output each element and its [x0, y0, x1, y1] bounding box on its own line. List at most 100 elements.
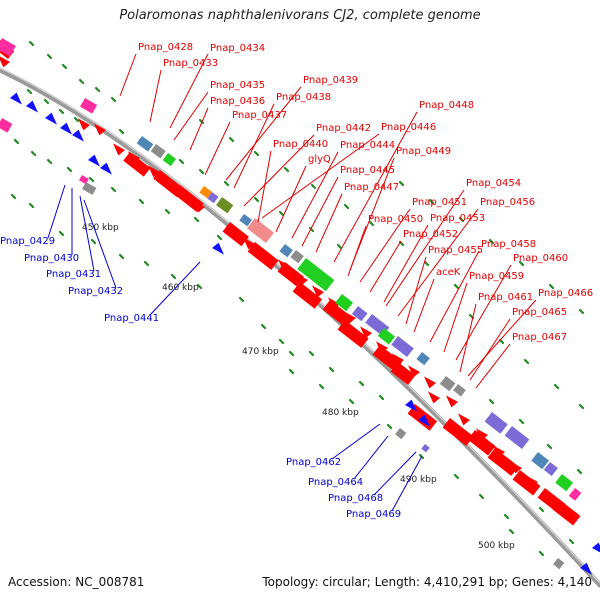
gene-block [439, 376, 456, 392]
reverse-gene-leader [149, 261, 201, 316]
gene-arrow [408, 365, 420, 378]
gene-block [421, 444, 430, 453]
gene-block [335, 293, 354, 312]
reverse-gene-label: Pnap_0431 [46, 269, 101, 280]
scale-tick [118, 128, 125, 135]
gene-block [216, 197, 234, 214]
scale-tick [308, 226, 315, 233]
scale-label: 480 kbp [322, 408, 359, 418]
reverse-gene-label: Pnap_0430 [24, 253, 79, 264]
forward-gene-label: Pnap_0467 [512, 332, 567, 343]
gene-arrow [428, 391, 440, 404]
scale-tick [423, 260, 430, 267]
forward-gene-label: Pnap_0461 [478, 292, 533, 303]
gene-block [390, 362, 416, 386]
gene-block [239, 214, 253, 227]
gene-arrow [78, 118, 90, 131]
gene-block [246, 218, 274, 244]
scale-tick [223, 180, 230, 187]
gene-arrow [212, 242, 224, 255]
gene-block [442, 417, 474, 446]
scale-tick [278, 338, 285, 345]
gene-block [395, 428, 407, 440]
gene-arrow [418, 414, 430, 427]
gene-arrow [26, 100, 38, 113]
forward-gene-leader [459, 303, 477, 373]
reverse-gene-label: Pnap_0462 [286, 457, 341, 468]
scale-tick [118, 253, 125, 260]
gene-block [372, 345, 403, 372]
gene-arrow [312, 285, 324, 298]
reverse-gene-leader [79, 195, 95, 272]
reverse-gene-leader [373, 451, 417, 496]
gene-arrow [60, 122, 72, 135]
gene-block [222, 222, 249, 247]
forward-gene-leader [119, 53, 137, 97]
gene-arrow [10, 92, 22, 105]
gene-block [504, 426, 530, 450]
scale-tick [308, 350, 315, 357]
forward-gene-leader [204, 121, 231, 176]
scale-tick [110, 186, 117, 193]
scale-tick [94, 86, 101, 93]
scale-tick [26, 88, 33, 95]
scale-tick [553, 383, 560, 390]
scale-tick [568, 538, 575, 545]
gene-block [487, 447, 519, 476]
scale-tick [318, 383, 325, 390]
scale-tick [66, 166, 73, 173]
scale-tick [170, 273, 177, 280]
scale-tick [518, 418, 525, 425]
scale-tick [196, 283, 203, 290]
forward-gene-leader [243, 134, 315, 207]
gene-block [453, 384, 466, 397]
gene-arrow [424, 376, 436, 389]
scale-tick [46, 53, 53, 60]
forward-gene-label: Pnap_0456 [480, 197, 535, 208]
forward-gene-leader [189, 107, 209, 151]
scale-label: 500 kbp [478, 541, 515, 551]
gene-block [279, 243, 293, 258]
scale-tick [73, 116, 80, 123]
forward-gene-leader [413, 278, 435, 333]
gene-arrow [45, 112, 57, 125]
scale-tick [164, 208, 171, 215]
scale-tick [498, 338, 505, 345]
scale-tick [348, 398, 355, 405]
scale-label: 450 kbp [82, 223, 119, 233]
forward-gene-label: Pnap_0438 [276, 92, 331, 103]
gene-block [552, 500, 581, 526]
scale-tick [458, 216, 465, 223]
scale-tick [238, 296, 245, 303]
scale-tick [358, 380, 365, 387]
reverse-gene-label: Pnap_0464 [308, 477, 363, 488]
forward-gene-label: Pnap_0439 [303, 75, 358, 86]
gene-block [292, 282, 323, 309]
gene-arrow [100, 162, 112, 175]
gene-block [0, 117, 13, 133]
forward-gene-label: Pnap_0458 [481, 239, 536, 250]
scale-tick [546, 443, 553, 450]
scale-tick [253, 196, 260, 203]
forward-gene-label: Pnap_0433 [163, 58, 218, 69]
forward-gene-leader [405, 256, 427, 325]
forward-gene-leader [359, 208, 411, 283]
feature-layer [0, 38, 600, 575]
forward-gene-label: Pnap_0436 [210, 96, 265, 107]
gene-block [337, 320, 369, 348]
accession-label: Accession: NC_008781 [8, 575, 145, 589]
forward-gene-label: Pnap_0450 [368, 214, 423, 225]
scale-tick [178, 158, 185, 165]
scale-tick [193, 216, 200, 223]
forward-gene-label: Pnap_0445 [340, 165, 395, 176]
forward-gene-leader [469, 318, 511, 381]
forward-gene-leader [257, 150, 272, 223]
gene-block [290, 250, 304, 264]
gene-block [123, 152, 151, 177]
scale-tick [488, 398, 495, 405]
scale-label: 460 kbp [162, 283, 199, 293]
gene-block [543, 462, 558, 477]
gene-block [512, 469, 541, 496]
